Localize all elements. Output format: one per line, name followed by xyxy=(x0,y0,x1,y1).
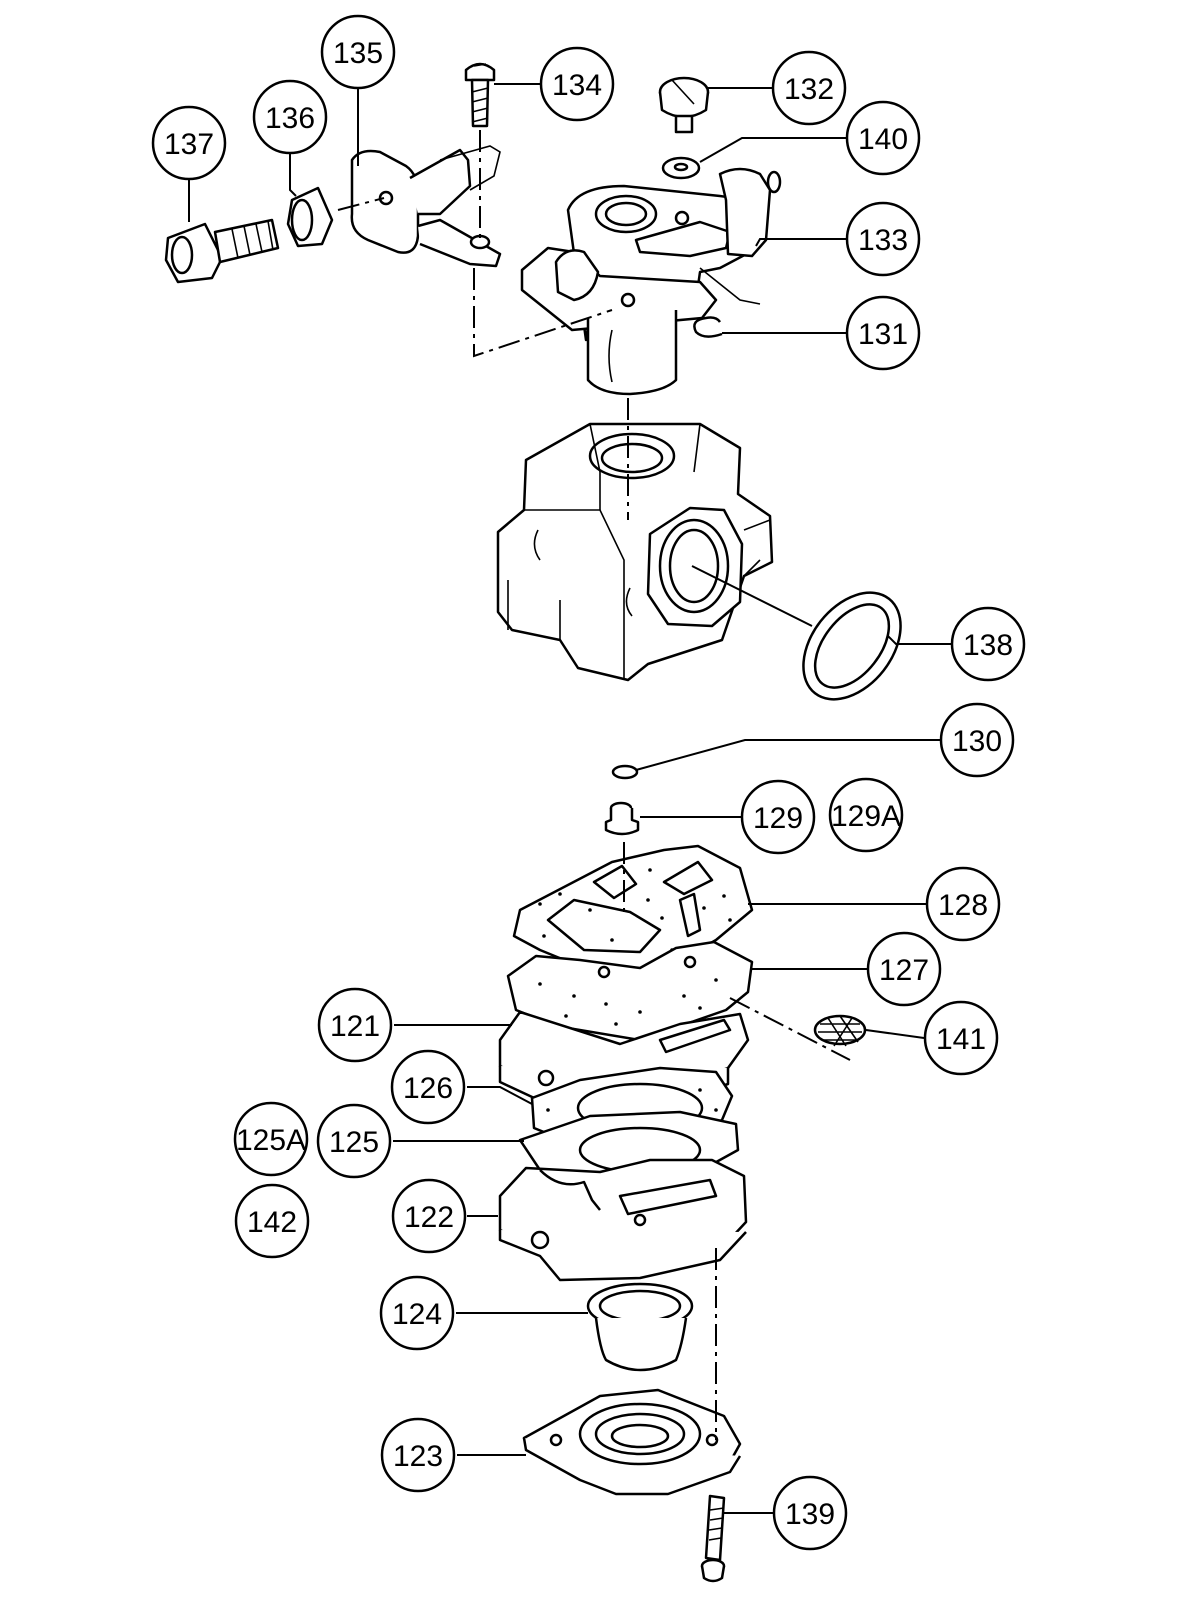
callout-131-label: 131 xyxy=(858,318,908,351)
callout-140[interactable]: 140 xyxy=(845,100,921,176)
part-136-nut xyxy=(286,186,334,248)
part-134-screw xyxy=(464,62,496,128)
part-129-jet xyxy=(604,801,640,836)
callout-130-label: 130 xyxy=(952,725,1002,758)
part-drawings xyxy=(164,62,902,1583)
callout-127-label: 127 xyxy=(879,954,929,987)
callout-129-label: 129 xyxy=(753,802,803,835)
callout-135[interactable]: 135 xyxy=(320,14,396,90)
callout-129[interactable]: 129 xyxy=(740,779,816,855)
callout-133[interactable]: 133 xyxy=(845,201,921,277)
callout-125a-label: 125A xyxy=(236,1124,306,1157)
callout-128[interactable]: 128 xyxy=(925,866,1001,942)
callouts: 137 136 135 134 132 140 133 131 xyxy=(151,14,1026,1551)
callout-122-label: 122 xyxy=(404,1201,454,1234)
part-141-screen xyxy=(813,1014,867,1047)
callout-125[interactable]: 125 xyxy=(316,1103,392,1179)
callout-136-label: 136 xyxy=(265,102,315,135)
callout-136[interactable]: 136 xyxy=(252,79,328,155)
part-main-body xyxy=(496,422,774,682)
part-123-cover xyxy=(522,1388,742,1496)
callout-141-label: 141 xyxy=(936,1023,986,1056)
part-137-fitting xyxy=(164,218,280,284)
part-139-screw xyxy=(700,1494,726,1583)
callout-134-label: 134 xyxy=(552,69,602,102)
callout-123-label: 123 xyxy=(393,1440,443,1473)
part-140-washer xyxy=(661,156,701,180)
callout-126[interactable]: 126 xyxy=(390,1049,466,1125)
assembly-line-filter xyxy=(729,997,851,1061)
callout-131[interactable]: 131 xyxy=(845,295,921,371)
part-131-clip xyxy=(693,316,723,338)
callout-129a-label: 129A xyxy=(831,800,901,833)
callout-124-label: 124 xyxy=(392,1298,442,1331)
callout-121-label: 121 xyxy=(330,1010,380,1043)
callout-121[interactable]: 121 xyxy=(317,987,393,1063)
callout-137[interactable]: 137 xyxy=(151,105,227,181)
assembly-line-135 xyxy=(337,197,385,211)
callout-132[interactable]: 132 xyxy=(771,50,847,126)
callout-134[interactable]: 134 xyxy=(539,46,615,122)
callout-125a[interactable]: 125A xyxy=(233,1101,309,1177)
callout-142[interactable]: 142 xyxy=(234,1183,310,1259)
callout-130[interactable]: 130 xyxy=(939,702,1015,778)
part-122-lower-body xyxy=(498,1158,748,1282)
callout-139-label: 139 xyxy=(785,1498,835,1531)
callout-127[interactable]: 127 xyxy=(866,931,942,1007)
part-128-gasket xyxy=(512,844,754,974)
callout-128-label: 128 xyxy=(938,889,988,922)
callout-125-label: 125 xyxy=(329,1126,379,1159)
callout-133-label: 133 xyxy=(858,224,908,257)
callout-137-label: 137 xyxy=(164,128,214,161)
part-135-bracket xyxy=(350,145,502,268)
callout-135-label: 135 xyxy=(333,37,383,70)
leader-lines xyxy=(188,83,952,1514)
callout-132-label: 132 xyxy=(784,73,834,106)
part-124-cup xyxy=(586,1282,694,1372)
callout-138[interactable]: 138 xyxy=(950,606,1026,682)
assembly-line-upper xyxy=(473,268,613,358)
part-138-ring xyxy=(802,591,902,701)
part-130-washer xyxy=(611,764,639,780)
callout-124[interactable]: 124 xyxy=(379,1275,455,1351)
callout-129a[interactable]: 129A xyxy=(828,777,904,853)
callout-139[interactable]: 139 xyxy=(772,1475,848,1551)
callout-140-label: 140 xyxy=(858,123,908,156)
callout-142-label: 142 xyxy=(247,1206,297,1239)
callout-122[interactable]: 122 xyxy=(391,1178,467,1254)
callout-138-label: 138 xyxy=(963,629,1013,662)
callout-123[interactable]: 123 xyxy=(380,1417,456,1493)
callout-141[interactable]: 141 xyxy=(923,1000,999,1076)
part-132-screw xyxy=(658,76,710,134)
callout-126-label: 126 xyxy=(403,1072,453,1105)
part-133-body xyxy=(520,167,782,396)
